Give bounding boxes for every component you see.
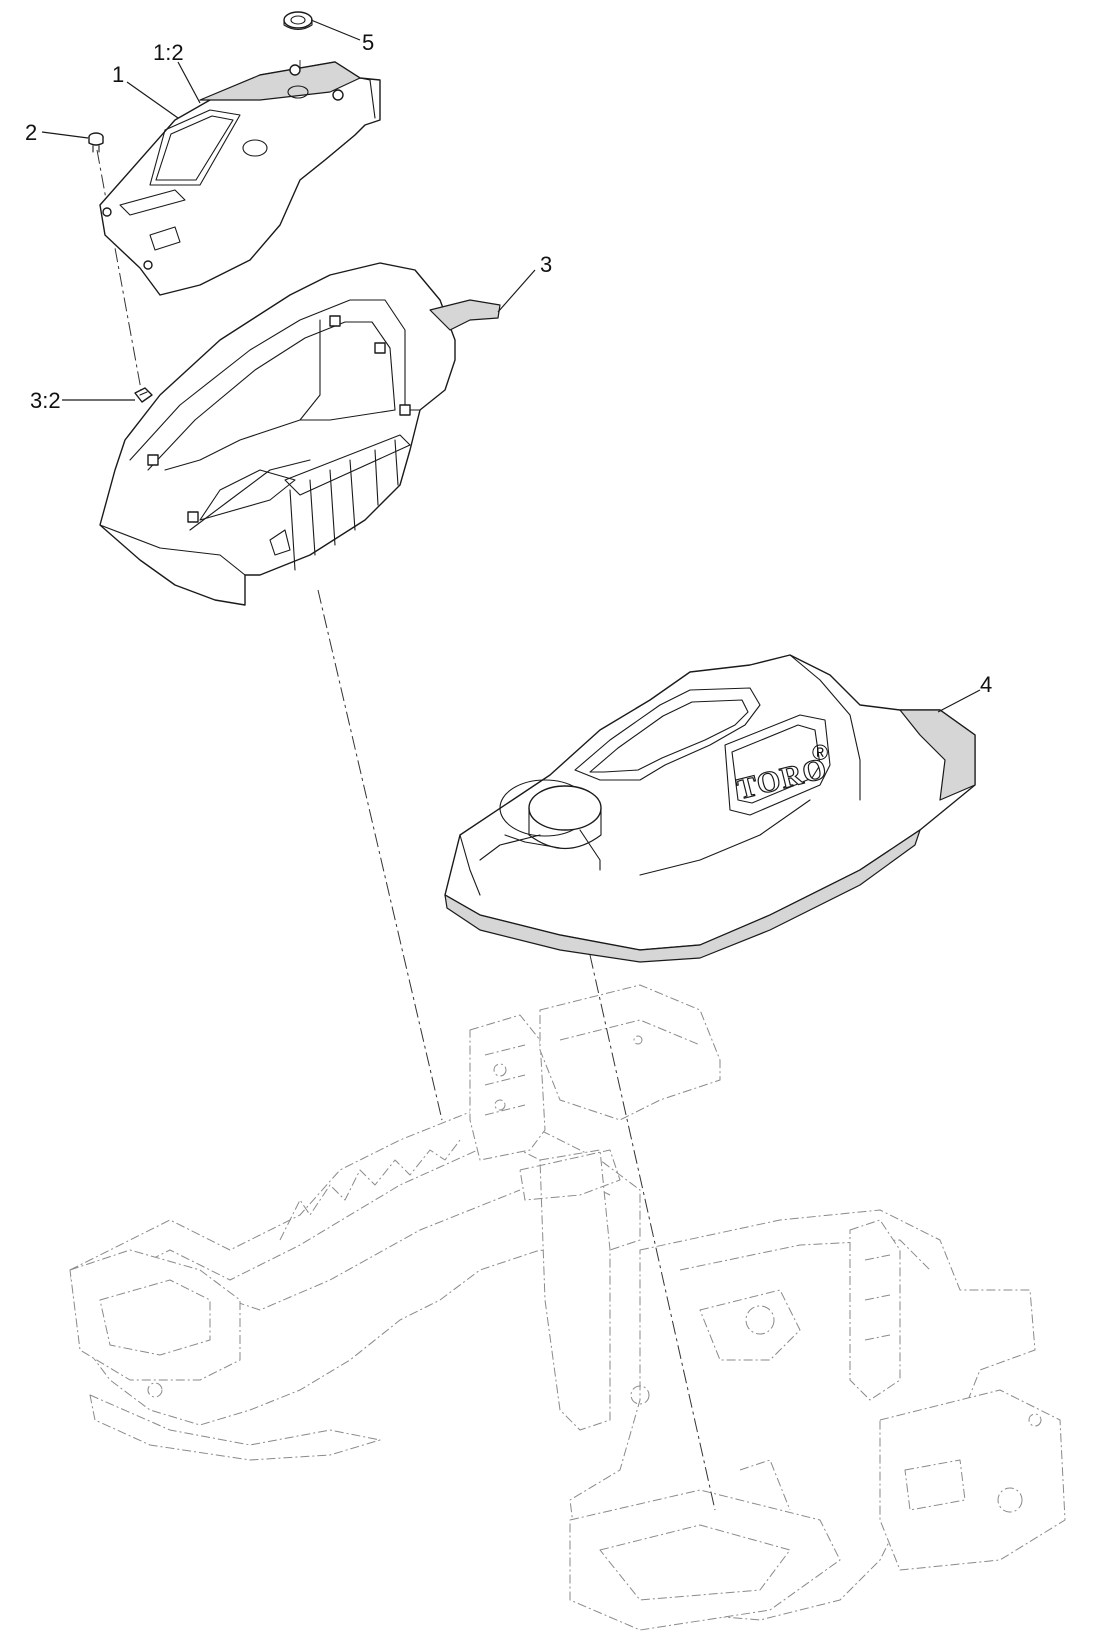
frame-assembly	[69, 984, 1066, 1631]
part-3-upper-shroud	[99, 262, 501, 606]
part-3-2-clip-nut	[134, 387, 153, 403]
callout-4: 4	[980, 672, 992, 697]
callout-5: 5	[362, 30, 374, 55]
leader-lines	[41, 19, 981, 713]
part-1-panel-plate	[99, 61, 381, 296]
part-4-lower-shroud: TORO ®	[444, 654, 976, 963]
callout-1-2: 1:2	[153, 40, 184, 65]
part-2-screw	[88, 132, 104, 153]
callout-3: 3	[540, 252, 552, 277]
callout-3-2: 3:2	[30, 388, 61, 413]
part-5-grommet	[283, 11, 313, 31]
callout-1: 1	[112, 62, 124, 87]
registered-mark: ®	[812, 740, 828, 765]
callout-2: 2	[25, 120, 37, 145]
callout-labels: 5 1:2 1 2 3 3:2 4	[25, 30, 992, 697]
